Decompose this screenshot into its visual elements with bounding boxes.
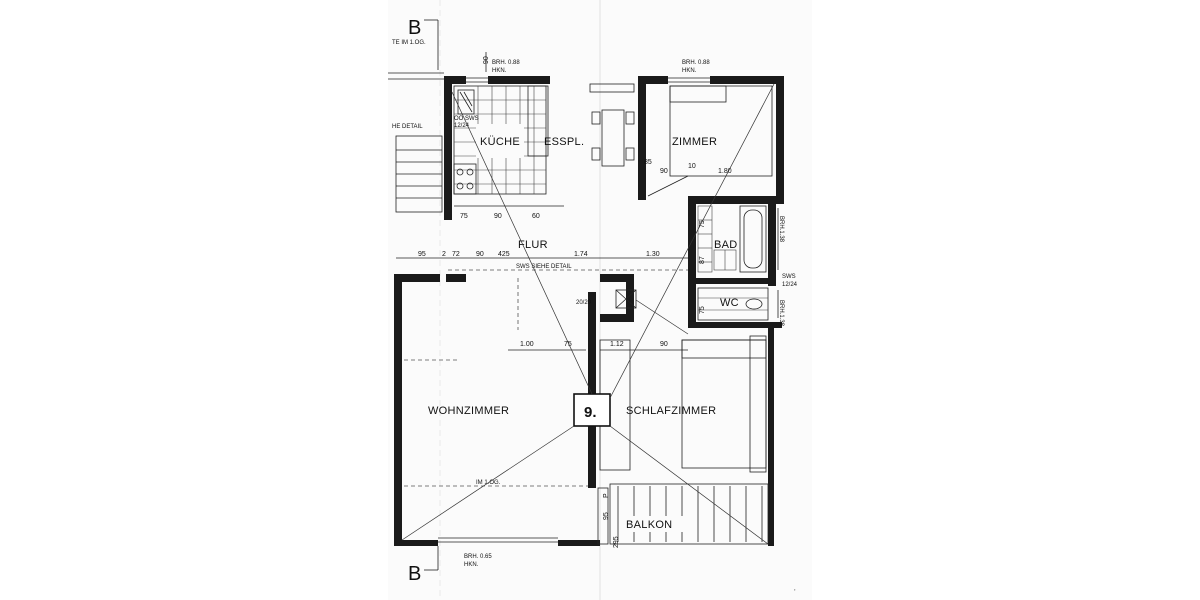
dim-flur-95: 95 [418, 251, 426, 258]
living-hkn-bottom: HKN. [464, 562, 479, 568]
dim-living-100: 1.00 [520, 341, 534, 348]
note-bath-sws: SWS [782, 274, 796, 280]
walls [394, 76, 784, 546]
diagonal-lines [401, 83, 775, 545]
room-label-kueche: KÜCHE [480, 136, 520, 148]
dim-kitchen-90: 90 [494, 213, 502, 220]
dim-flur-425: 425 [498, 251, 510, 258]
note-top-left: TE IM 1.OG. [392, 40, 426, 46]
section-mark-bottom: B [408, 563, 421, 585]
note-kitchen-sws: OO SWS [454, 116, 479, 122]
dim-balkon-95: 95 [603, 512, 610, 520]
dim-flur-174: 1.74 [574, 251, 588, 258]
bedroom-furniture [599, 335, 767, 473]
kitchen-hkn-top: BRH. 0.88 [492, 60, 520, 66]
bath-hkn: BRH.1.38 [778, 216, 784, 243]
dim-balkon-295: 295 [613, 536, 620, 548]
dim-balkon-p: P [603, 493, 610, 498]
room-label-schlafzimmer: SCHLAFZIMMER [626, 405, 716, 417]
room-label-wc: WC [720, 297, 739, 309]
dim-bath-87: 87 [699, 256, 706, 264]
room-label-wohnzimmer: WOHNZIMMER [428, 405, 509, 417]
dim-zimmer-180: 1.80 [718, 168, 732, 175]
note-stair-detail: HE DETAIL [392, 124, 423, 130]
dim-bed-90: 90 [660, 341, 668, 348]
note-shaft-size: 20/20 [576, 300, 592, 306]
zimmer-hkn-bottom: HKN. [682, 68, 697, 74]
dim-flur-130: 1.30 [646, 251, 660, 258]
dining-table [589, 83, 635, 167]
balcony [597, 483, 769, 545]
floor-plan-sheet: B TE IM 1.OG. HE DETAIL [388, 0, 812, 600]
dim-living-75: 75 [564, 341, 572, 348]
note-bath-sws-size: 12/24 [782, 282, 798, 288]
dim-flur-2: 2 [442, 251, 446, 258]
dim-bed-112: 1.12 [610, 341, 624, 348]
bathroom [697, 205, 767, 273]
dim-zimmer-85: 85 [644, 159, 652, 166]
dim-kitchen-60: 60 [532, 213, 540, 220]
section-mark-top: B [408, 17, 421, 39]
dim-top-90: 90 [483, 56, 490, 64]
floor-plan: B TE IM 1.OG. HE DETAIL [388, 0, 798, 600]
dim-wc-75: 75 [699, 306, 706, 314]
dim-zimmer-10: 10 [688, 163, 696, 170]
living-hkn-top: BRH. 0.65 [464, 554, 492, 560]
wc [697, 287, 769, 321]
kitchen: OO SWS 12/24 [453, 85, 549, 195]
zimmer-bed [647, 85, 773, 197]
windows [438, 77, 779, 543]
room-label-zimmer: ZIMMER [672, 136, 717, 148]
room-label-balkon: BALKON [626, 519, 672, 531]
wc-hkn: BRH.1.38 [778, 300, 784, 327]
staircase: HE DETAIL [392, 124, 443, 213]
shaft [615, 289, 637, 309]
unit-number: 9. [584, 404, 597, 421]
room-label-flur: FLUR [518, 239, 548, 251]
note-kitchen-sws-size: 12/24 [454, 123, 470, 129]
kitchen-hkn-bottom: HKN. [492, 68, 507, 74]
dim-zimmer-90: 90 [660, 168, 668, 175]
room-label-esspl: ESSPL. [544, 136, 584, 148]
dim-flur-72: 72 [452, 251, 460, 258]
dim-bath-75: 75 [699, 220, 706, 228]
corner-mark: , [794, 586, 796, 592]
dim-flur-90: 90 [476, 251, 484, 258]
dim-kitchen-75: 75 [460, 213, 468, 220]
zimmer-hkn-top: BRH. 0.88 [682, 60, 710, 66]
note-flur-sws: SWS SIEHE DETAIL [516, 264, 572, 270]
room-label-bad: BAD [714, 239, 738, 251]
